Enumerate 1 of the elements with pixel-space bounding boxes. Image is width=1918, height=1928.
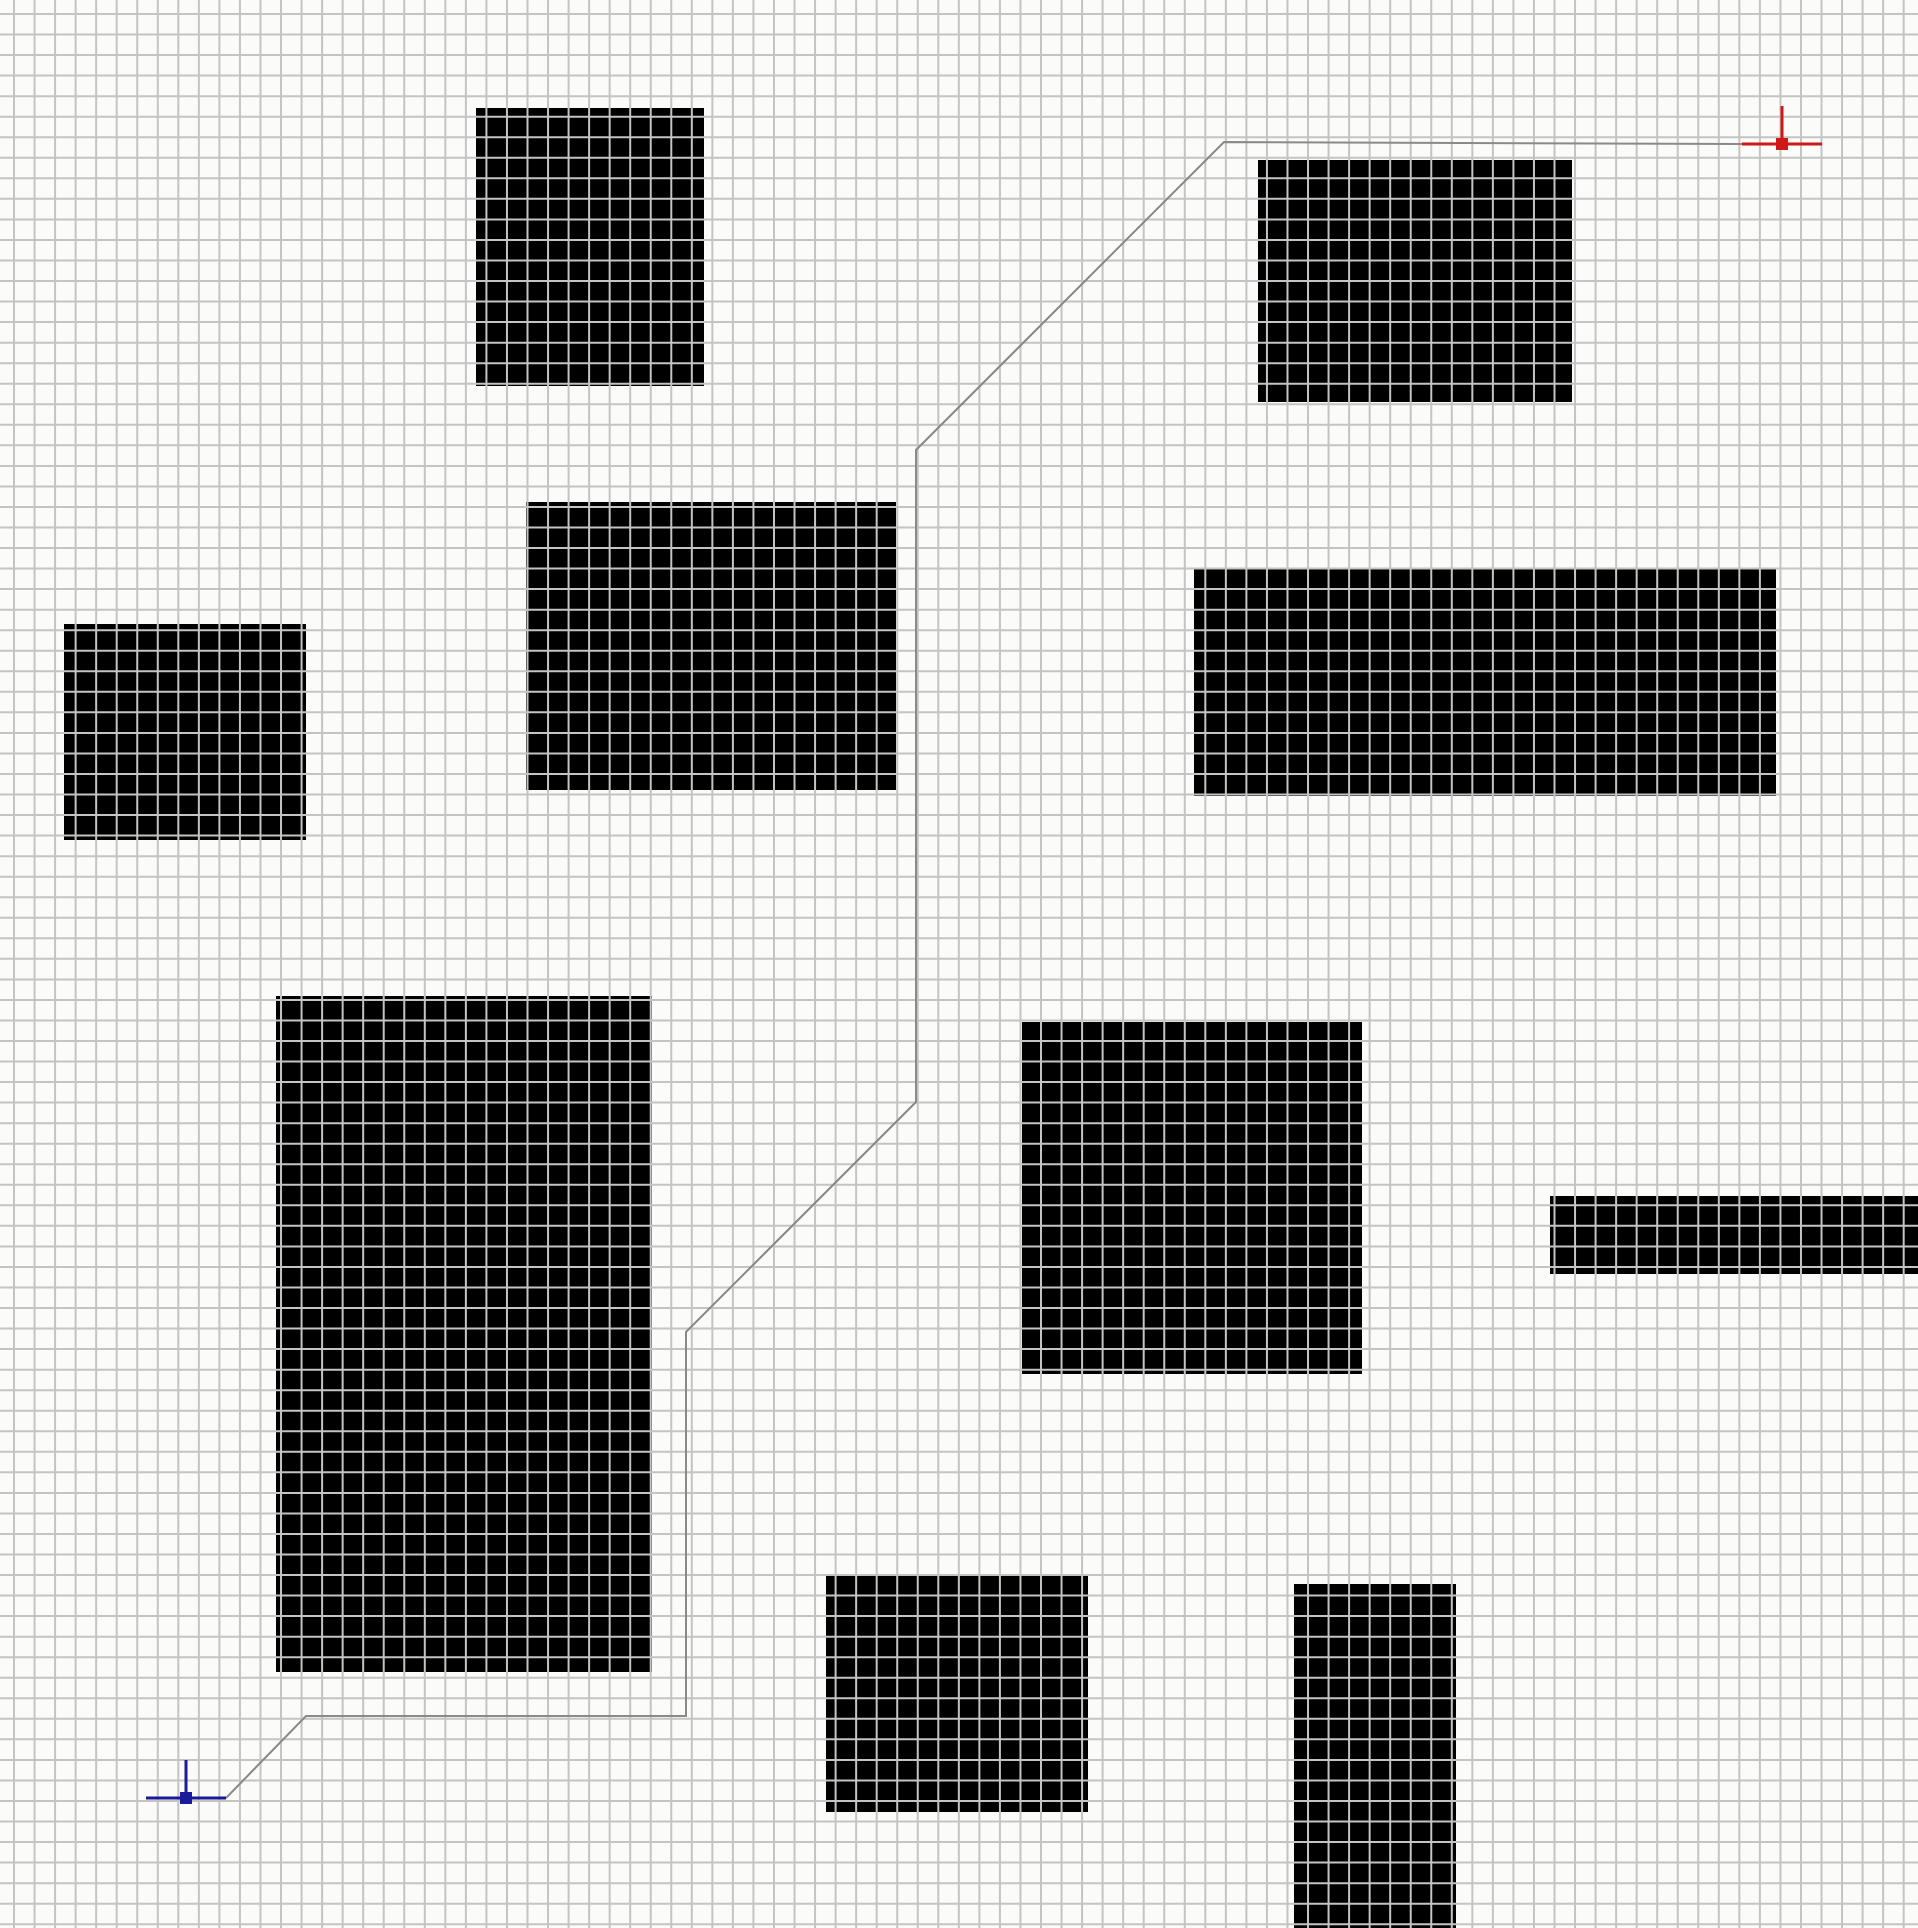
- path-line: [225, 141, 1743, 1799]
